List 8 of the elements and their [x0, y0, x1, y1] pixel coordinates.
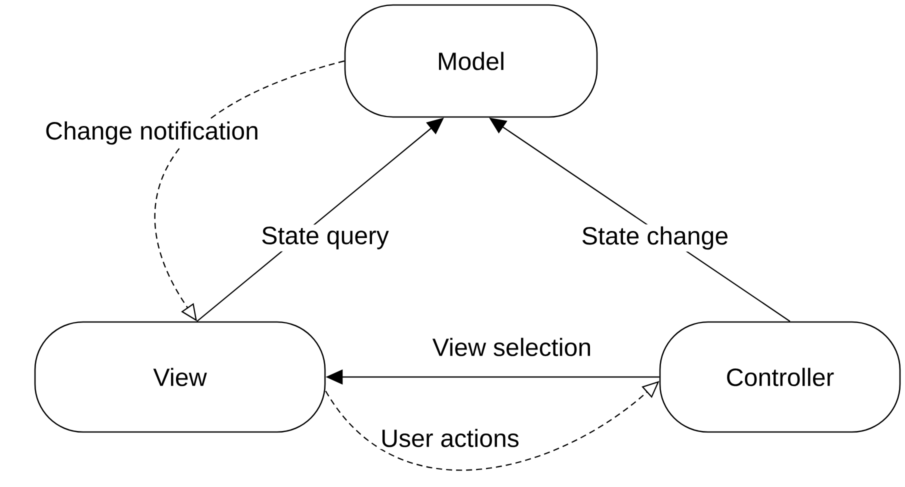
process-box: View	[34, 321, 326, 433]
process-box: Controller	[659, 321, 901, 433]
edge-label: User actions	[378, 426, 522, 450]
edge-label: View selection	[430, 336, 594, 358]
process-box: Model	[344, 4, 598, 118]
edge-label: State query	[259, 224, 391, 252]
edge-label: Change notification	[43, 119, 262, 147]
edge-label: State change	[579, 224, 731, 252]
